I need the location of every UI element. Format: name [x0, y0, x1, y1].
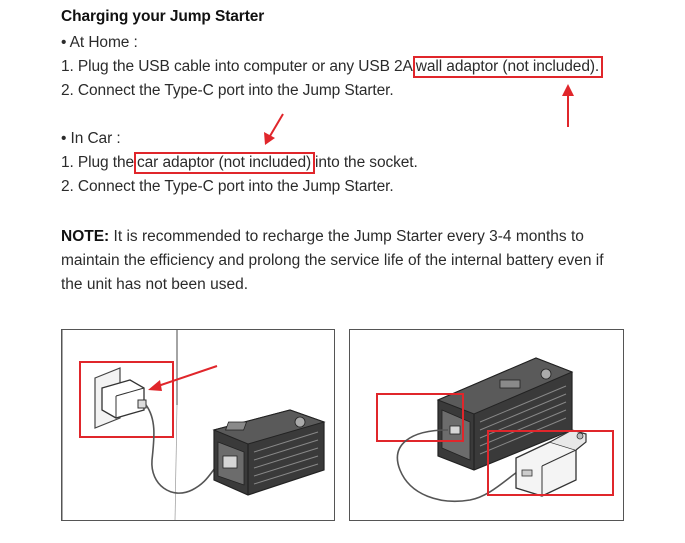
home-step-2: 2. Connect the Type-C port into the Jump… [61, 82, 394, 99]
arrow-up-icon [562, 84, 574, 127]
car-step-2: 2. Connect the Type-C port into the Jump… [61, 178, 394, 195]
usb-cable-icon [145, 404, 228, 494]
car-heading: • In Car : [61, 130, 121, 147]
car-adaptor-highlight: car adaptor (not included) [134, 152, 316, 174]
car-charging-illustration [349, 329, 624, 521]
arrow-down-left-icon [264, 113, 284, 145]
home-step-1-text: 1. Plug the USB cable into computer or a… [61, 58, 413, 75]
home-charging-illustration [61, 329, 335, 521]
car-step-1-text-pre: 1. Plug the [61, 154, 135, 171]
note-paragraph: NOTE: It is recommended to recharge the … [61, 225, 621, 297]
home-step-1: 1. Plug the USB cable into computer or a… [61, 56, 604, 78]
wall-adaptor-icon [94, 367, 147, 429]
note-label: NOTE: [61, 228, 110, 245]
car-step-1-text-post: into the socket. [315, 154, 418, 171]
car-adaptor-icon [515, 429, 587, 497]
section-title: Charging your Jump Starter [61, 8, 265, 25]
home-heading: • At Home : [61, 34, 138, 51]
jump-starter-icon [212, 409, 326, 496]
note-text: It is recommended to recharge the Jump S… [61, 228, 604, 293]
wall-adaptor-highlight: wall adaptor (not included). [412, 56, 604, 78]
usb-cable-icon [396, 429, 521, 502]
